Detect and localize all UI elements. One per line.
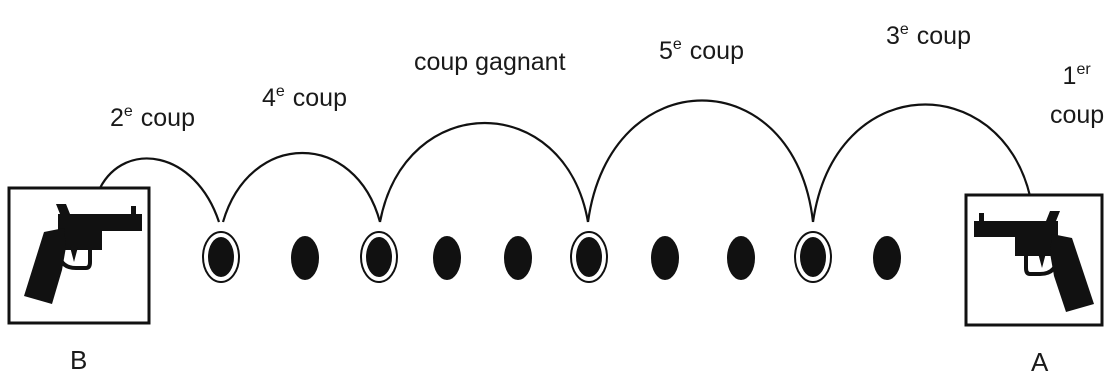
label-shot-3-num: 3 xyxy=(886,22,900,50)
shooter-letter-a: A xyxy=(1031,349,1048,375)
bullet-hole xyxy=(291,236,319,280)
bullet-hole xyxy=(727,236,755,280)
arc-shot-3 xyxy=(813,105,1030,222)
label-shot-2: 2e coup xyxy=(110,104,195,131)
label-shot-3-word: coup xyxy=(917,22,971,50)
label-shot-1: 1er coup xyxy=(1050,62,1104,128)
label-shot-5-sup: e xyxy=(673,36,682,53)
label-shot-4: 4e coup xyxy=(262,84,347,111)
shooter-letter-b: B xyxy=(70,347,87,373)
label-shot-3-sup: e xyxy=(900,21,909,38)
pistol-icon-right xyxy=(974,211,1094,312)
bullet-hole xyxy=(795,232,831,282)
label-shot-5-word: coup xyxy=(690,37,744,65)
label-shot-3: 3e coup xyxy=(886,22,971,49)
bullet-hole xyxy=(571,232,607,282)
arc-shot-2 xyxy=(100,158,219,222)
label-shot-5-num: 5 xyxy=(659,37,673,65)
trajectory-arcs xyxy=(100,101,1030,223)
arc-shot-5 xyxy=(588,101,813,223)
pistol-box-right xyxy=(966,195,1102,325)
bullet-hole xyxy=(361,232,397,282)
label-shot-4-word: coup xyxy=(293,84,347,112)
pistol-box-left xyxy=(9,188,149,323)
arc-winning-shot xyxy=(380,123,588,222)
bullet-hole xyxy=(203,232,239,282)
bullet-hole xyxy=(873,236,901,280)
bullet-hole xyxy=(433,236,461,280)
label-shot-5: 5e coup xyxy=(659,37,744,64)
bullet-hole xyxy=(651,236,679,280)
label-shot-2-sup: e xyxy=(124,103,133,120)
label-winning-shot-text: coup gagnant xyxy=(414,48,566,76)
bullet-holes xyxy=(203,232,901,282)
label-shot-4-sup: e xyxy=(276,83,285,100)
arc-shot-4 xyxy=(223,153,380,222)
label-shot-2-word: coup xyxy=(141,104,195,132)
pistol-icon-left xyxy=(24,204,142,304)
label-shot-2-num: 2 xyxy=(110,104,124,132)
label-shot-1-sup: er xyxy=(1076,61,1090,78)
label-shot-1-word: coup xyxy=(1050,101,1104,129)
label-shot-1-num: 1 xyxy=(1063,62,1077,90)
label-shot-4-num: 4 xyxy=(262,84,276,112)
label-winning-shot: coup gagnant xyxy=(414,50,566,75)
bullet-hole xyxy=(504,236,532,280)
